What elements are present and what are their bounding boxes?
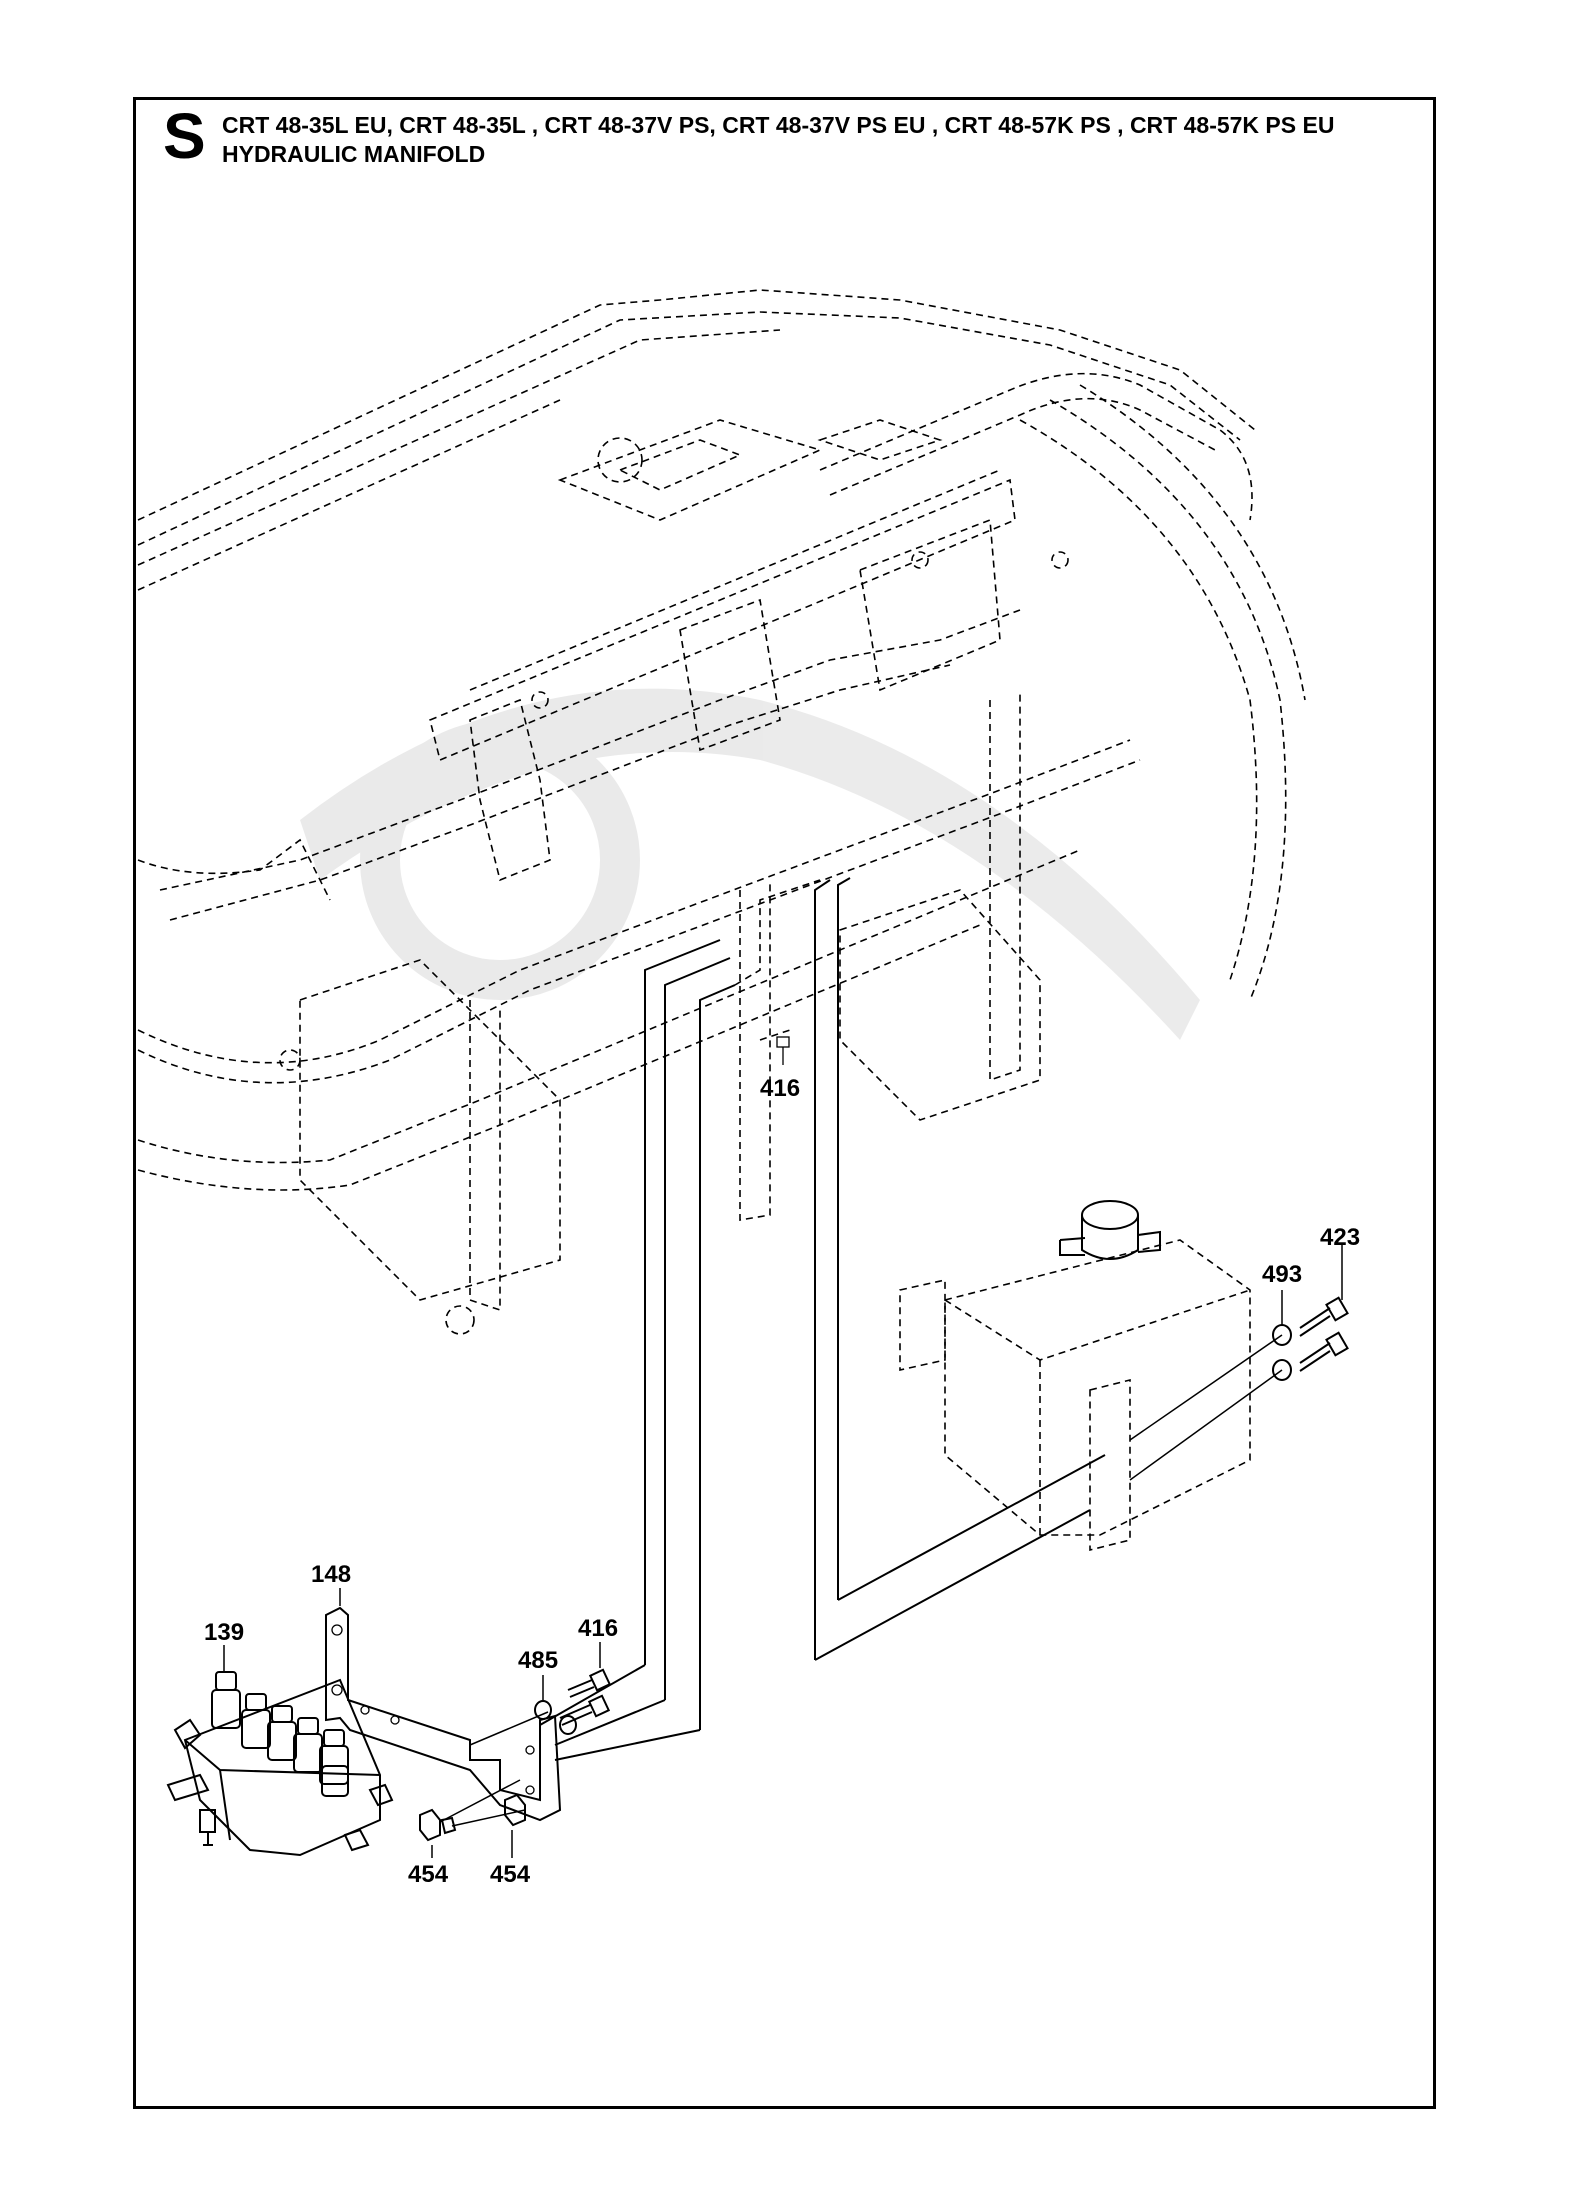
part-label-416-upper: 416 xyxy=(760,1075,800,1102)
oil-tank xyxy=(899,1200,1251,1552)
part-label-454-left: 454 xyxy=(408,1861,449,1888)
hydraulic-lines xyxy=(539,877,1106,1761)
diagram-title: HYDRAULIC MANIFOLD xyxy=(222,141,486,167)
part-labels: 416 423 493 148 139 416 485 454 454 xyxy=(204,1075,1360,1888)
part-label-454-right: 454 xyxy=(490,1861,531,1888)
tractor-frame-phantom xyxy=(137,289,1306,1335)
washer-493-b xyxy=(1272,1359,1292,1381)
bolt-416-upper xyxy=(776,1036,790,1065)
solenoid-coils xyxy=(211,1671,349,1797)
part-label-423: 423 xyxy=(1320,1224,1360,1251)
tank-fasteners xyxy=(1129,1245,1349,1481)
model-list: CRT 48-35L EU, CRT 48-35L , CRT 48-37V P… xyxy=(222,112,1335,138)
part-label-485: 485 xyxy=(518,1647,558,1674)
valve-manifold-139 xyxy=(166,1645,394,1857)
part-label-493: 493 xyxy=(1262,1261,1302,1288)
drawing-frame xyxy=(133,97,1436,2109)
part-label-139: 139 xyxy=(204,1619,244,1646)
bracket-fasteners xyxy=(419,1642,612,1858)
part-label-148: 148 xyxy=(311,1561,351,1588)
section-letter: S xyxy=(163,100,206,172)
bracket-148 xyxy=(325,1588,562,1822)
part-label-416-lower: 416 xyxy=(578,1615,618,1642)
